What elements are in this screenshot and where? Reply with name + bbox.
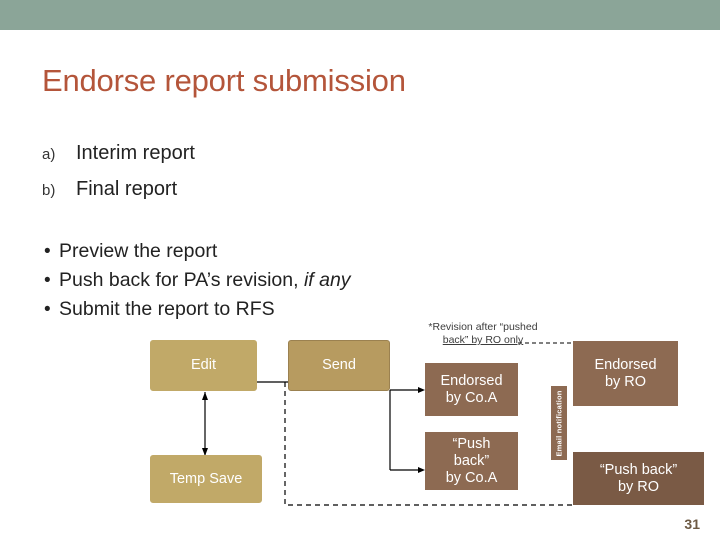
bullet-dot: • xyxy=(44,241,51,262)
box-label: Endorsed by RO xyxy=(594,356,657,390)
bullet-list: • Preview the report • Push back for PA’s … xyxy=(44,237,564,324)
box-push-back-by-coa[interactable]: “Push back” by Co.A xyxy=(425,432,518,490)
top-band xyxy=(0,0,720,30)
list-item-label: Push back for PA’s revision, xyxy=(59,269,304,291)
lettered-list: a) Interim report b) Final report xyxy=(42,136,542,208)
page-title: Endorse report submission xyxy=(42,63,406,98)
revision-note-line1: *Revision after “pushed xyxy=(428,321,538,333)
list-item: a) Interim report xyxy=(42,136,542,172)
list-item: b) Final report xyxy=(42,172,542,208)
box-label: “Push back” by RO xyxy=(599,461,678,495)
list-item-label: Interim report xyxy=(76,142,195,164)
box-send[interactable]: Send xyxy=(288,340,390,391)
email-notification-label: Email notification xyxy=(551,386,567,460)
page-number: 31 xyxy=(684,516,700,532)
box-label: “Push back” by Co.A xyxy=(445,435,498,486)
list-item-emphasis: if any xyxy=(303,269,351,291)
revision-note: *Revision after “pushed back” by RO only xyxy=(398,321,568,347)
list-item-label: Final report xyxy=(76,178,178,200)
box-temp-save[interactable]: Temp Save xyxy=(150,455,262,503)
list-marker: a) xyxy=(42,146,56,163)
list-item: • Push back for PA’s revision, if any xyxy=(44,266,564,295)
bullet-dot: • xyxy=(44,270,51,291)
box-endorsed-by-coa[interactable]: Endorsed by Co.A xyxy=(425,363,518,416)
list-marker: b) xyxy=(42,182,56,199)
email-notification-text: Email notification xyxy=(554,389,564,457)
list-item-label: Preview the report xyxy=(59,240,218,262)
box-edit[interactable]: Edit xyxy=(150,340,257,391)
list-item: • Submit the report to RFS xyxy=(44,295,564,324)
revision-note-line2: back” by RO only xyxy=(442,334,524,346)
box-label: Temp Save xyxy=(169,470,243,487)
box-push-back-by-ro[interactable]: “Push back” by RO xyxy=(573,452,704,505)
box-label: Send xyxy=(322,357,356,373)
list-item-label: Submit the report to RFS xyxy=(59,298,275,320)
box-label: Edit xyxy=(191,357,216,373)
box-endorsed-by-ro[interactable]: Endorsed by RO xyxy=(573,341,678,406)
box-label: Endorsed by Co.A xyxy=(440,372,503,406)
bullet-dot: • xyxy=(44,299,51,320)
list-item: • Preview the report xyxy=(44,237,564,266)
